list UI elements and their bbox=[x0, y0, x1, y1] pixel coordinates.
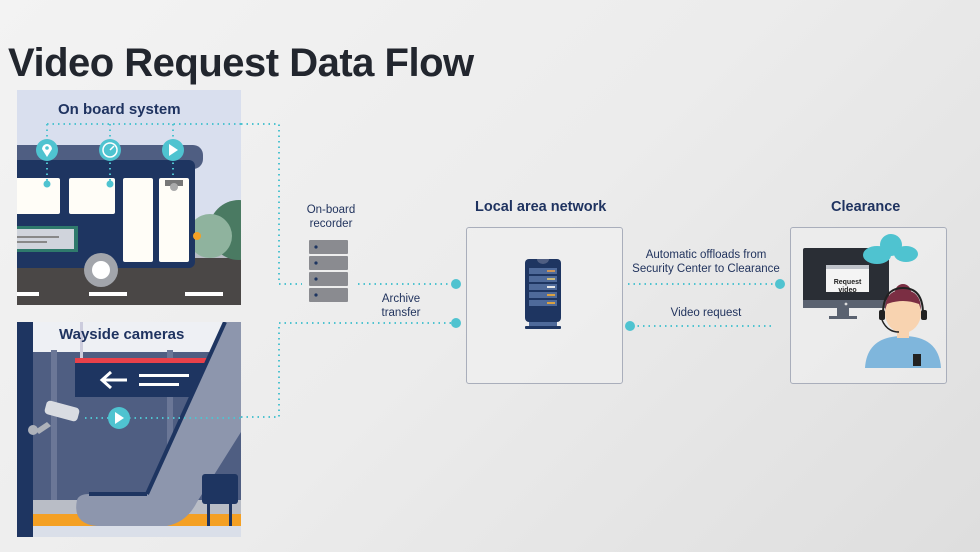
tree-icon bbox=[188, 214, 232, 258]
clearance-box: Request video bbox=[790, 227, 947, 384]
bus-window bbox=[69, 178, 115, 214]
panel-title-onboard: On board system bbox=[58, 101, 181, 118]
offload-label: Automatic offloads from Security Center … bbox=[626, 248, 786, 276]
bus-door bbox=[123, 178, 153, 262]
connection-dot bbox=[451, 318, 461, 328]
bus-light bbox=[193, 232, 201, 240]
archive-label-line1: Archive bbox=[381, 293, 421, 305]
monitor-icon bbox=[803, 248, 889, 319]
screen-text-line1: Request bbox=[833, 279, 862, 286]
onboard-to-recorder-path bbox=[241, 123, 302, 285]
dome-camera-icon bbox=[170, 183, 178, 191]
bench bbox=[202, 474, 238, 504]
connection-dot bbox=[775, 279, 785, 289]
recorder-label: On-board recorder bbox=[300, 203, 362, 231]
page-title: Video Request Data Flow bbox=[8, 41, 474, 85]
recorder-icon bbox=[309, 240, 348, 302]
offload-label-line1: Automatic offloads from bbox=[645, 249, 767, 261]
lan-box bbox=[466, 227, 623, 384]
wayside-to-lan-path bbox=[241, 322, 454, 418]
bus-door bbox=[159, 178, 189, 262]
recorder-label-line2: recorder bbox=[309, 218, 353, 230]
escalator bbox=[76, 322, 241, 526]
connection-dot bbox=[106, 180, 114, 188]
video-request-label: Video request bbox=[670, 307, 742, 319]
bus-illustration bbox=[17, 123, 241, 305]
onboard-system-panel: On board system bbox=[17, 90, 241, 305]
location-pin-icon bbox=[36, 139, 58, 161]
lane-mark bbox=[17, 292, 39, 296]
pillar bbox=[17, 322, 33, 537]
play-icon bbox=[162, 139, 184, 161]
archive-transfer-label: Archive transfer bbox=[372, 292, 430, 320]
sign-stripe bbox=[75, 358, 225, 363]
panel-title-wayside: Wayside cameras bbox=[59, 326, 185, 343]
offload-label-line2: Security Center to Clearance bbox=[632, 263, 780, 275]
lane-mark bbox=[89, 292, 127, 296]
play-icon bbox=[108, 407, 130, 429]
recorder-label-line1: On-board bbox=[306, 204, 356, 216]
operator-headset-icon bbox=[865, 284, 941, 368]
cloud-icon bbox=[863, 234, 918, 264]
server-rack-icon bbox=[525, 259, 561, 329]
connection-dot bbox=[451, 279, 461, 289]
connection-dot bbox=[625, 321, 635, 331]
request-video-text: Request video bbox=[826, 279, 869, 295]
security-camera-icon bbox=[28, 400, 80, 435]
arrow-left-icon bbox=[99, 370, 127, 390]
speedometer-icon bbox=[99, 139, 121, 161]
clearance-title: Clearance bbox=[831, 199, 901, 215]
lane-mark bbox=[185, 292, 223, 296]
request-video-window bbox=[826, 265, 869, 292]
bus-window bbox=[17, 178, 60, 214]
station-illustration bbox=[17, 322, 241, 537]
wayside-cameras-panel: Wayside cameras bbox=[17, 322, 241, 537]
data-path bbox=[46, 123, 241, 184]
archive-label-line2: transfer bbox=[381, 307, 421, 319]
screen-text-line2: video bbox=[838, 287, 857, 294]
connection-dot bbox=[43, 180, 51, 188]
lan-title: Local area network bbox=[475, 199, 607, 215]
